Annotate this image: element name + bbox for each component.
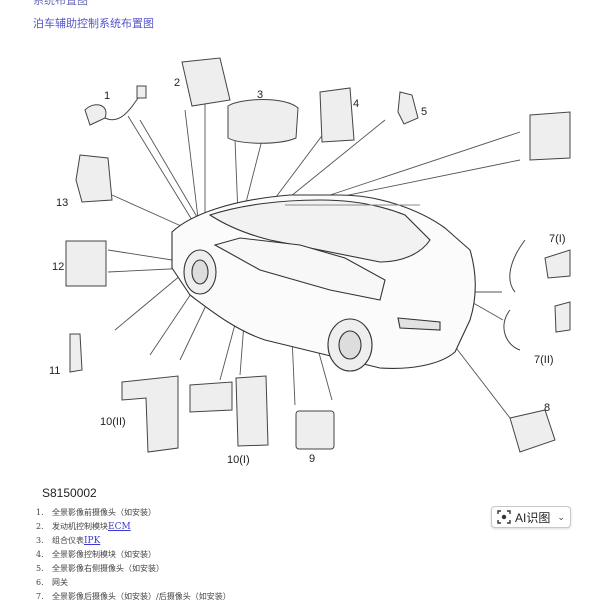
label-12: 12 [52,261,64,273]
ai-button-label: AI识图 [515,510,551,525]
ecm-link[interactable]: ECM [108,522,131,532]
legend-item: 5.全景影像右侧摄像头（如安装） [36,564,164,573]
ipk-link[interactable]: IPK [84,536,101,546]
figure-code: S8150002 [42,486,97,500]
components [65,57,571,453]
label-5: 5 [421,106,427,118]
label-8: 8 [544,402,550,414]
label-7-ii: 7(II) [534,354,554,366]
legend-item: 7.全景影像后摄像头（如安装）/后摄像头（如安装） [36,592,231,601]
legend-list: 1.全景影像前摄像头（如安装） 2.发动机控制模块ECM 3.组合仪表IPK 4… [36,506,231,604]
label-10-ii: 10(II) [100,416,126,428]
label-2: 2 [174,77,180,89]
chevron-down-icon: ⌄ [557,511,565,522]
layout-diagram: 1 2 3 4 5 6 7(I) 7(II) 8 9 10(II) 10(I) … [49,57,571,466]
legend-item: 2.发动机控制模块ECM [36,522,131,532]
label-10-i: 10(I) [227,454,250,466]
label-7-i: 7(I) [549,233,566,245]
legend-item: 4.全景影像控制模块（如安装） [36,550,156,559]
label-3: 3 [257,89,263,101]
legend-item: 6.网关 [36,578,68,587]
ai-recognize-button[interactable]: AI识图 ⌄ [491,506,571,528]
callout-labels: 1 2 3 4 5 6 7(I) 7(II) 8 9 10(II) 10(I) … [49,77,566,466]
label-9: 9 [309,453,315,465]
vehicle-outline [171,194,476,372]
legend-item: 1.全景影像前摄像头（如安装） [36,508,156,517]
label-4: 4 [353,98,359,110]
clipped-heading: 系统布置图 [33,0,88,7]
scan-icon [497,510,511,524]
label-1: 1 [104,90,110,102]
label-13: 13 [56,197,68,209]
section-title-link[interactable]: 泊车辅助控制系统布置图 [33,17,154,30]
legend-item: 3.组合仪表IPK [36,536,101,546]
label-11: 11 [49,365,60,377]
